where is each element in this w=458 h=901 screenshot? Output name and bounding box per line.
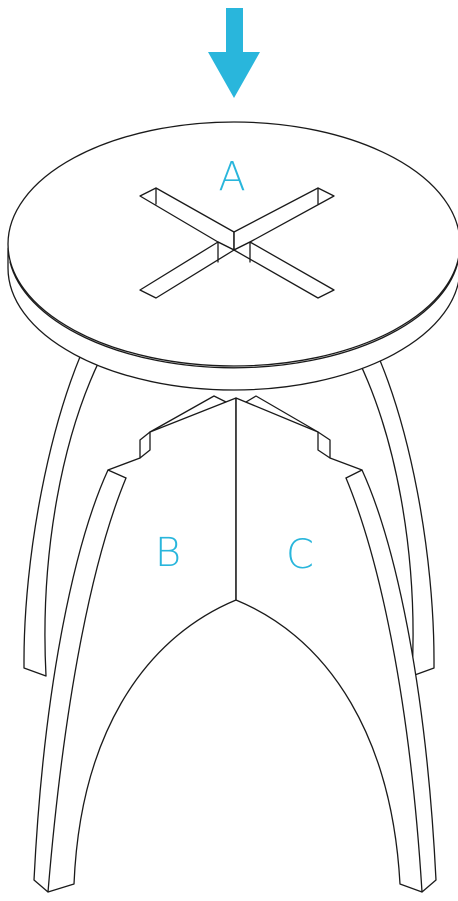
arrow-down-icon: [208, 8, 260, 98]
arrow-shape: [208, 8, 260, 98]
label-seat: A: [218, 154, 245, 200]
leg-b: [34, 398, 236, 892]
leg-b-outline: [34, 398, 236, 892]
label-leg-c: C: [286, 532, 314, 578]
label-leg-b: B: [155, 530, 181, 576]
